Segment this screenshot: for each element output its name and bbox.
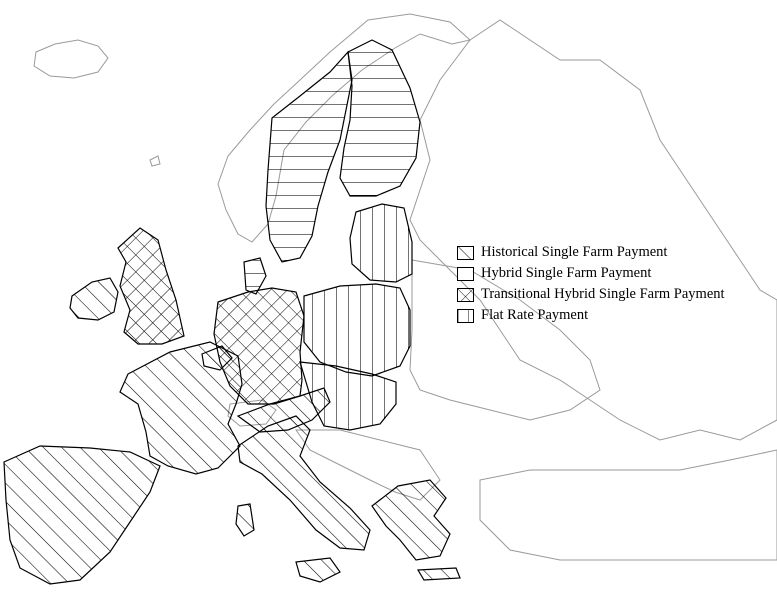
belarus-ukraine-outline	[409, 259, 601, 421]
vertical-lines-swatch	[457, 308, 474, 323]
iberia-region	[3, 445, 161, 585]
historical-regions	[3, 277, 461, 585]
iceland-outline	[33, 39, 109, 79]
czech-slovakia-hungary-region	[299, 361, 397, 431]
ireland-region	[69, 277, 119, 321]
sardinia-region	[235, 503, 255, 537]
transitional-regions	[117, 227, 305, 405]
legend-item-historical: Historical Single Farm Payment	[457, 242, 725, 263]
legend-label-hybrid: Hybrid Single Farm Payment	[481, 265, 652, 281]
hybrid-regions	[243, 39, 421, 295]
estonia-latvia-lithuania-region	[349, 203, 413, 283]
crete-region	[416, 567, 461, 581]
uk-region	[117, 227, 185, 345]
diagonal-hatch-swatch	[457, 245, 474, 260]
norway-outline	[217, 13, 472, 243]
russia-outline	[409, 19, 777, 441]
legend-label-flat-rate: Flat Rate Payment	[481, 307, 589, 323]
turkey-outline	[479, 449, 777, 561]
horizontal-lines-swatch	[457, 266, 474, 281]
italy-region	[237, 415, 371, 551]
greece-region	[371, 479, 451, 561]
legend-item-transitional: Transitional Hybrid Single Farm Payment	[457, 284, 725, 305]
finland-region	[339, 39, 421, 197]
poland-region	[303, 283, 411, 377]
germany-region	[213, 287, 305, 405]
legend-item-flat-rate: Flat Rate Payment	[457, 305, 725, 326]
denmark-region	[243, 257, 267, 295]
flat-rate-regions	[299, 203, 413, 431]
map-legend: Historical Single Farm Payment Hybrid Si…	[457, 242, 725, 326]
legend-label-historical: Historical Single Farm Payment	[481, 244, 668, 260]
faroe-outline	[149, 155, 161, 167]
sicily-region	[295, 557, 341, 583]
sweden-region	[265, 50, 353, 263]
legend-label-transitional: Transitional Hybrid Single Farm Payment	[481, 286, 725, 302]
legend-item-hybrid: Hybrid Single Farm Payment	[457, 263, 725, 284]
cross-hatch-swatch	[457, 287, 474, 302]
